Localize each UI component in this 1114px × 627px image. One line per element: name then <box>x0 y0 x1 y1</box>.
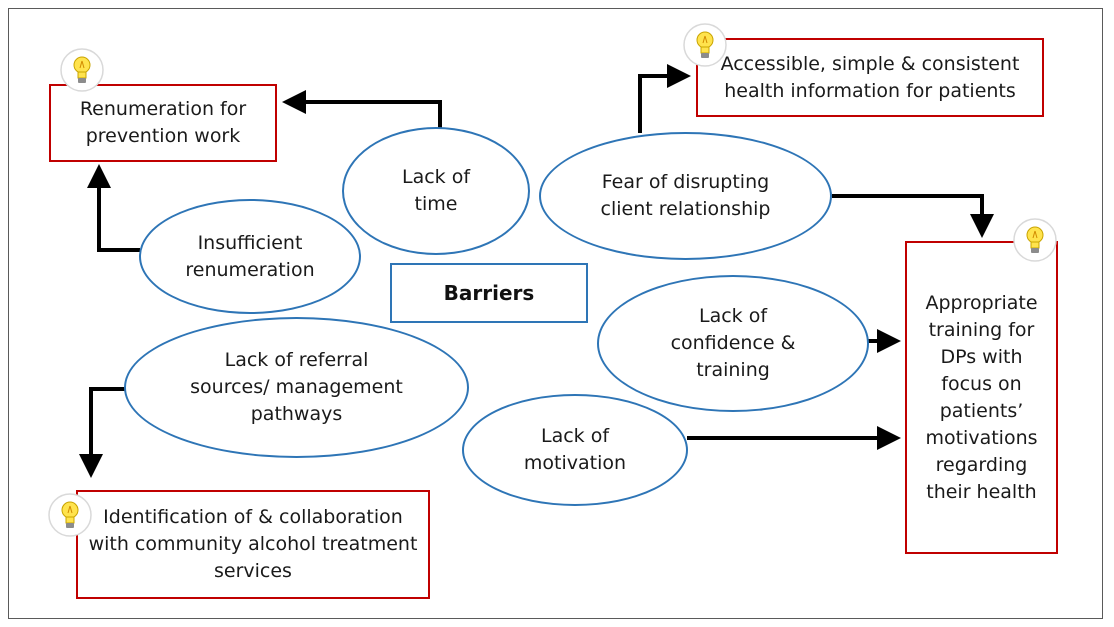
lightbulb-icon <box>60 48 104 92</box>
arrow-insufficient-to-renumeration <box>87 164 140 252</box>
arrow-time-to-renumeration <box>282 90 442 128</box>
barrier-fear-of-disrupting: Fear of disrupting client relationship <box>539 132 832 260</box>
barrier-label: Lack of motivation <box>523 425 627 474</box>
solution-accessible-health-info: Accessible, simple & consistent health i… <box>696 38 1044 117</box>
barrier-lack-of-time: Lack of time <box>342 127 530 255</box>
solution-community-collaboration: Identification of & collaboration with c… <box>76 490 430 599</box>
lightbulb-icon <box>683 23 727 67</box>
solution-label: Appropriate training for DPs with focus … <box>925 291 1038 503</box>
central-barriers-label: Barriers <box>390 263 588 323</box>
solution-appropriate-training: Appropriate training for DPs with focus … <box>905 241 1058 554</box>
arrow-referral-to-community <box>79 387 126 478</box>
barrier-lack-of-motivation: Lack of motivation <box>462 394 688 506</box>
barrier-lack-of-referral: Lack of referral sources/ management pat… <box>124 317 469 458</box>
barrier-insufficient-renumeration: Insufficient renumeration <box>139 199 361 314</box>
barrier-label: Insufficient renumeration <box>185 231 315 281</box>
arrow-fear-to-training <box>832 194 994 238</box>
arrow-fear-to-info <box>638 64 691 133</box>
barrier-label: Lack of time <box>401 166 471 215</box>
barrier-lack-of-confidence: Lack of confidence & training <box>597 275 869 412</box>
solution-label: Identification of & collaboration with c… <box>88 506 418 582</box>
lightbulb-icon <box>1013 218 1057 262</box>
solution-renumeration-prevention: Renumeration for prevention work <box>49 84 277 162</box>
lightbulb-icon <box>48 493 92 537</box>
barrier-label: Fear of disrupting client relationship <box>600 171 771 220</box>
solution-label: Renumeration for prevention work <box>79 98 247 147</box>
solution-label: Accessible, simple & consistent health i… <box>720 52 1020 102</box>
central-label-text: Barriers <box>443 281 535 305</box>
barrier-label: Lack of confidence & training <box>670 305 796 381</box>
barrier-label: Lack of referral sources/ management pat… <box>190 349 403 425</box>
